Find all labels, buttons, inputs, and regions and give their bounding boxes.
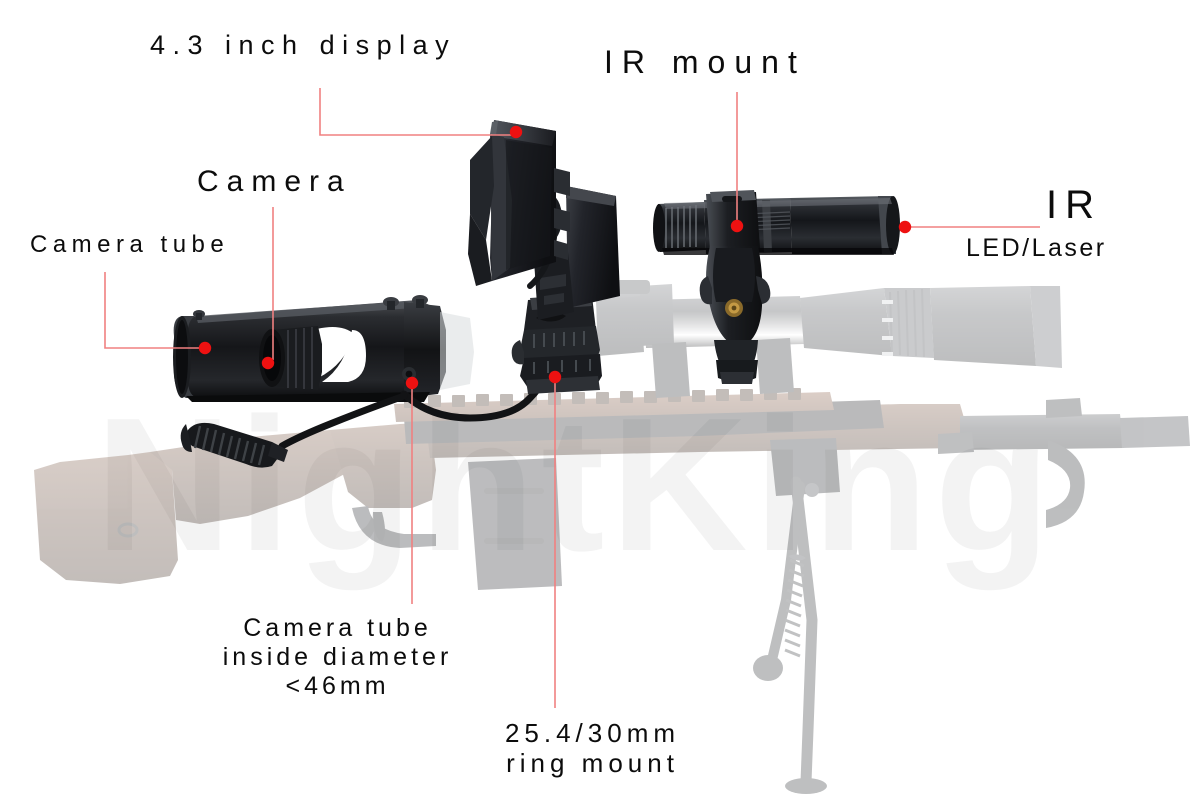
label-tube-inside-diameter-line3: <46mm	[285, 672, 390, 700]
label-ir-mount: IR mount	[604, 44, 806, 80]
label-camera: Camera	[197, 165, 352, 198]
label-tube-inside-diameter-line1: Camera tube	[243, 614, 432, 642]
label-ring-mount: 25.4/30mm ring mount	[470, 718, 715, 778]
remote-switch-cable	[180, 362, 550, 468]
display-monitor-assembly	[468, 120, 620, 320]
label-tube-inside-diameter-line2: inside diameter	[222, 643, 453, 671]
rifle-silhouette	[34, 280, 1190, 794]
camera-tube-assembly	[173, 295, 474, 402]
label-ring-mount-line1: 25.4/30mm	[504, 718, 681, 748]
label-ir: IR	[1046, 183, 1102, 227]
label-ring-mount-line2: ring mount	[506, 748, 679, 779]
label-display: 4.3 inch display	[150, 30, 457, 60]
label-camera-tube: Camera tube	[30, 231, 230, 258]
label-ir-led-laser: LED/Laser	[966, 234, 1107, 262]
label-tube-inside-diameter: Camera tube inside diameter <46mm	[205, 614, 470, 701]
